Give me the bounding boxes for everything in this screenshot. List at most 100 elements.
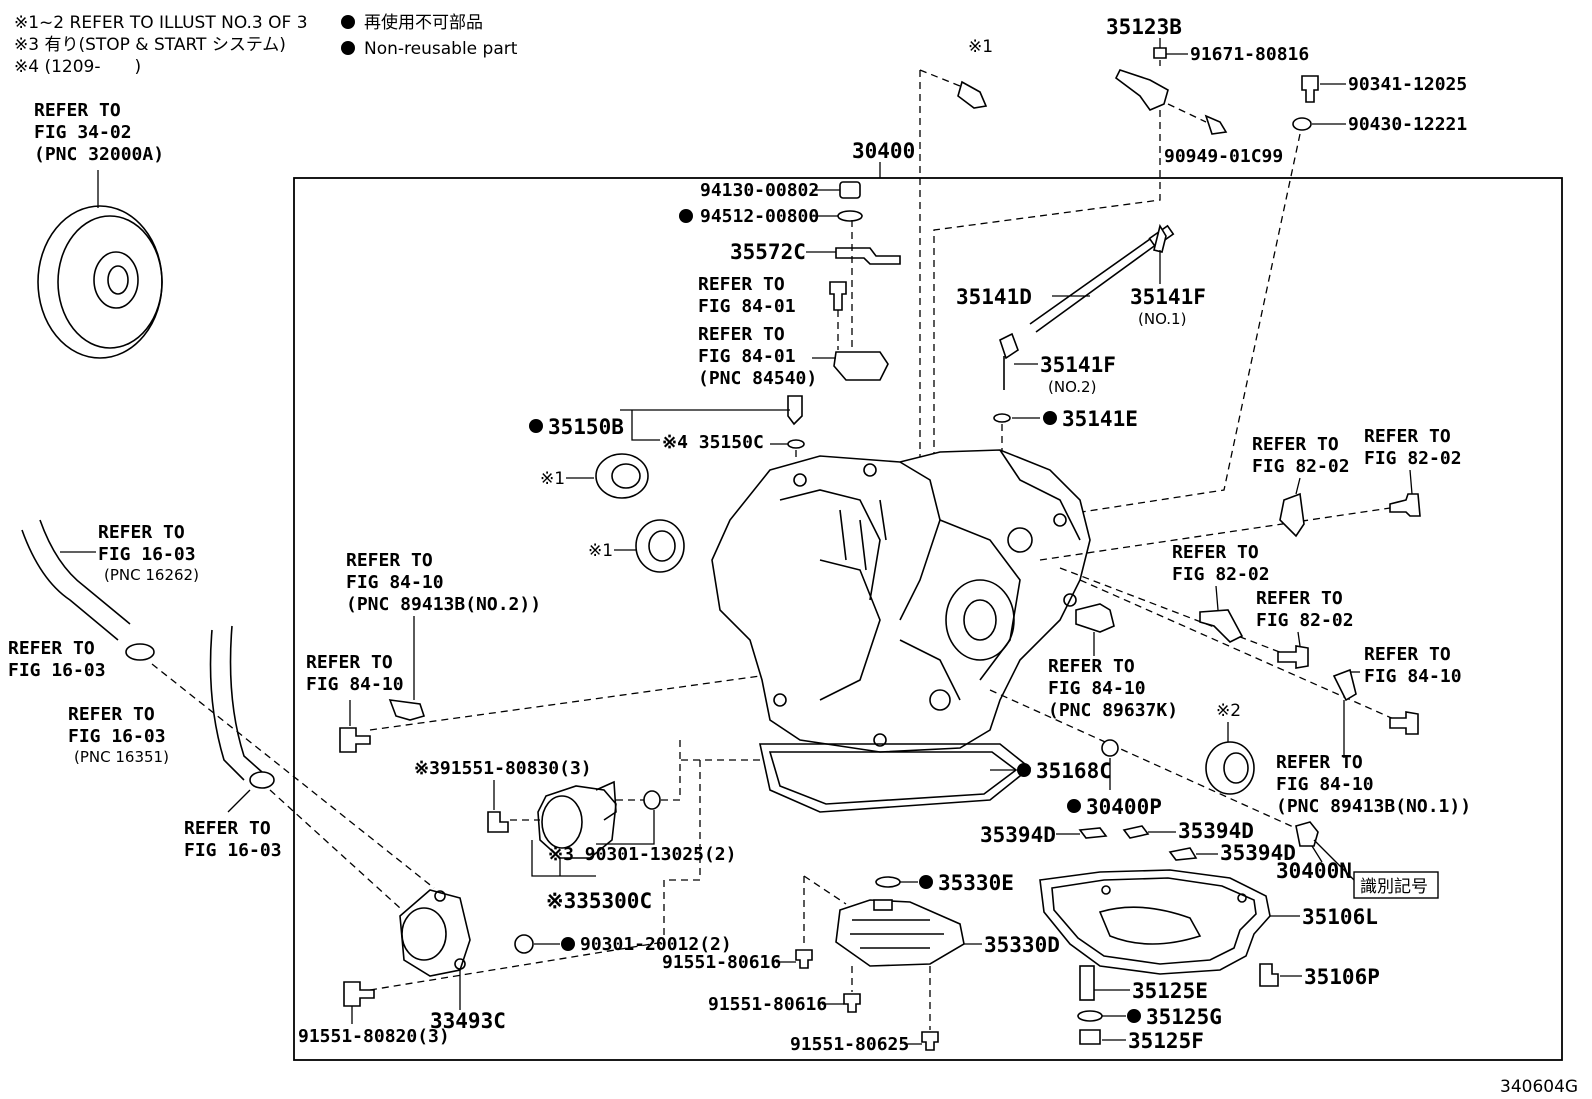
- filter-screen-icon: [1168, 847, 1198, 861]
- part-90301-13025[interactable]: ※3 90301-13025(2): [548, 844, 736, 865]
- part-35125G[interactable]: 35125G: [1146, 1005, 1222, 1029]
- oring-icon: [514, 934, 534, 954]
- oil-seal-right: [1205, 741, 1255, 795]
- part-33493C[interactable]: 33493C: [430, 1009, 506, 1033]
- ref-hose-1b: REFER TO FIG 16-03: [8, 638, 106, 681]
- svg-text:REFER TO: REFER TO: [346, 550, 433, 571]
- part-35394D-c[interactable]: 35394D: [1220, 841, 1296, 865]
- speed-sensor-no1-icon: [1332, 668, 1357, 702]
- part-91551-80820[interactable]: 91551-80820(3): [298, 1026, 450, 1047]
- legend-en: Non-reusable part: [364, 39, 518, 59]
- shift-cable: [999, 223, 1175, 390]
- part-30400N[interactable]: 30400N: [1276, 859, 1352, 883]
- svg-text:(PNC 16262): (PNC 16262): [104, 566, 199, 584]
- oil-seal-a: [595, 453, 649, 499]
- part-35394D-a[interactable]: 35394D: [980, 823, 1056, 847]
- svg-text:FIG 16-03: FIG 16-03: [184, 840, 282, 861]
- ref-fig-82-02a: REFER TO FIG 82-02: [1252, 434, 1350, 477]
- part-91551-80616-b[interactable]: 91551-80616: [708, 994, 827, 1015]
- part-35141D[interactable]: 35141D: [956, 285, 1032, 309]
- ident-mark-box: [1353, 871, 1439, 899]
- figure-id: 340604G: [1500, 1077, 1578, 1097]
- part-35125F[interactable]: 35125F: [1128, 1029, 1204, 1053]
- magnet-icon: [1079, 1029, 1101, 1045]
- part-35141E[interactable]: 35141E: [1062, 407, 1138, 431]
- part-94130-00802-nut: [839, 181, 861, 199]
- ref-fig-84-10b: REFER TO FIG 84-10: [306, 652, 404, 695]
- part-94512-00800[interactable]: 94512-00800: [700, 206, 819, 227]
- drain-plug-icon: [1301, 75, 1319, 103]
- svg-text:(PNC 89413B(NO.1)): (PNC 89413B(NO.1)): [1276, 796, 1471, 817]
- svg-text:REFER TO: REFER TO: [1252, 434, 1339, 455]
- note-date-range: ※4 (1209- ): [14, 57, 141, 77]
- part-35300C[interactable]: ※335300C: [546, 889, 652, 913]
- part-91551-80625[interactable]: 91551-80625: [790, 1034, 909, 1055]
- ref-fig-84-10e: REFER TO FIG 84-10 (PNC 89413B(NO.1)): [1276, 752, 1471, 817]
- part-35123B[interactable]: 35123B: [1106, 15, 1182, 39]
- part-94130-00802[interactable]: 94130-00802: [700, 180, 819, 201]
- svg-text:REFER TO: REFER TO: [1276, 752, 1363, 773]
- part-35150B[interactable]: 35150B: [548, 415, 624, 439]
- ref-fig-84-10d: REFER TO FIG 84-10: [1364, 644, 1462, 687]
- pan-magnet-icon: [1079, 965, 1095, 1001]
- bolt-icon: [1277, 645, 1309, 669]
- svg-text:REFER TO: REFER TO: [1172, 542, 1259, 563]
- part-35106L[interactable]: 35106L: [1302, 905, 1378, 929]
- part-35141F-no2-note: (NO.2): [1048, 378, 1096, 396]
- part-35330E[interactable]: 35330E: [938, 871, 1014, 895]
- part-30400[interactable]: 30400: [852, 139, 915, 163]
- bolt-icon: [1153, 47, 1167, 59]
- part-30400P[interactable]: 30400P: [1086, 795, 1162, 819]
- non-reusable-dot-icon: [341, 15, 355, 29]
- mark-1-seal-a: ※1: [540, 469, 565, 489]
- part-35572C[interactable]: 35572C: [730, 240, 806, 264]
- part-90301-20012[interactable]: 90301-20012(2): [580, 934, 732, 955]
- part-35168C[interactable]: 35168C: [1036, 759, 1112, 783]
- bolt-top: [957, 80, 988, 109]
- part-91551-80830[interactable]: ※391551-80830(3): [414, 758, 592, 779]
- svg-text:(PNC 32000A): (PNC 32000A): [34, 144, 164, 165]
- speed-sensor-no2-icon: [388, 699, 426, 721]
- drain-plug-icon: [1259, 963, 1279, 987]
- oil-cooler-hose-2: [209, 625, 275, 789]
- note-stop-start: ※3 有り(STOP & START システム): [14, 35, 286, 55]
- part-91671-80816[interactable]: 91671-80816: [1190, 44, 1309, 65]
- note-refer-illust: ※1~2 REFER TO ILLUST NO.3 OF 3: [14, 13, 308, 33]
- bracket-icon: [835, 247, 901, 265]
- gasket-icon: [1077, 1010, 1103, 1022]
- svg-text:FIG 84-10: FIG 84-10: [1276, 774, 1374, 795]
- part-35141F-no2[interactable]: 35141F: [1040, 353, 1116, 377]
- oil-pump-33493C: [399, 889, 471, 977]
- bolt-icon: [487, 811, 509, 833]
- part-35125E[interactable]: 35125E: [1132, 979, 1208, 1003]
- part-91551-80616-a[interactable]: 91551-80616: [662, 952, 781, 973]
- part-35106P[interactable]: 35106P: [1304, 965, 1380, 989]
- svg-text:REFER TO: REFER TO: [306, 652, 393, 673]
- svg-text:(PNC 89637K): (PNC 89637K): [1048, 700, 1178, 721]
- oil-seal-b: [635, 519, 685, 573]
- svg-text:REFER TO: REFER TO: [34, 100, 121, 121]
- ref-fig-82-02b: REFER TO FIG 82-02: [1364, 426, 1462, 469]
- part-35330D[interactable]: 35330D: [984, 933, 1060, 957]
- part-35150C[interactable]: ※4 35150C: [662, 432, 764, 453]
- part-90341-12025[interactable]: 90341-12025: [1348, 74, 1467, 95]
- sensor-icon: [787, 395, 803, 426]
- svg-text:REFER TO: REFER TO: [1364, 426, 1451, 447]
- svg-text:REFER TO: REFER TO: [1256, 588, 1343, 609]
- part-35141F-no1[interactable]: 35141F: [1130, 285, 1206, 309]
- svg-text:(PNC 16351): (PNC 16351): [74, 748, 169, 766]
- speed-sensor-icon: [1114, 69, 1169, 111]
- svg-text:FIG 82-02: FIG 82-02: [1256, 610, 1354, 631]
- part-90430-12221[interactable]: 90430-12221: [1348, 114, 1467, 135]
- bracket-icon: [1279, 492, 1305, 538]
- bolt-icon: [843, 993, 861, 1013]
- svg-text:REFER TO: REFER TO: [698, 274, 785, 295]
- part-90949-01C99[interactable]: 90949-01C99: [1164, 146, 1283, 167]
- ref-hose-2: REFER TO FIG 16-03 (PNC 16351): [68, 704, 169, 766]
- ref-torque-converter: REFER TO FIG 34-02 (PNC 32000A): [34, 100, 164, 165]
- svg-text:FIG 84-10: FIG 84-10: [346, 572, 444, 593]
- ident-mark-label: 識別記号: [1360, 877, 1428, 897]
- part-35394D-b[interactable]: 35394D: [1178, 819, 1254, 843]
- oil-cooler-hose-1: [21, 519, 155, 661]
- bolt-icon: [1389, 493, 1421, 517]
